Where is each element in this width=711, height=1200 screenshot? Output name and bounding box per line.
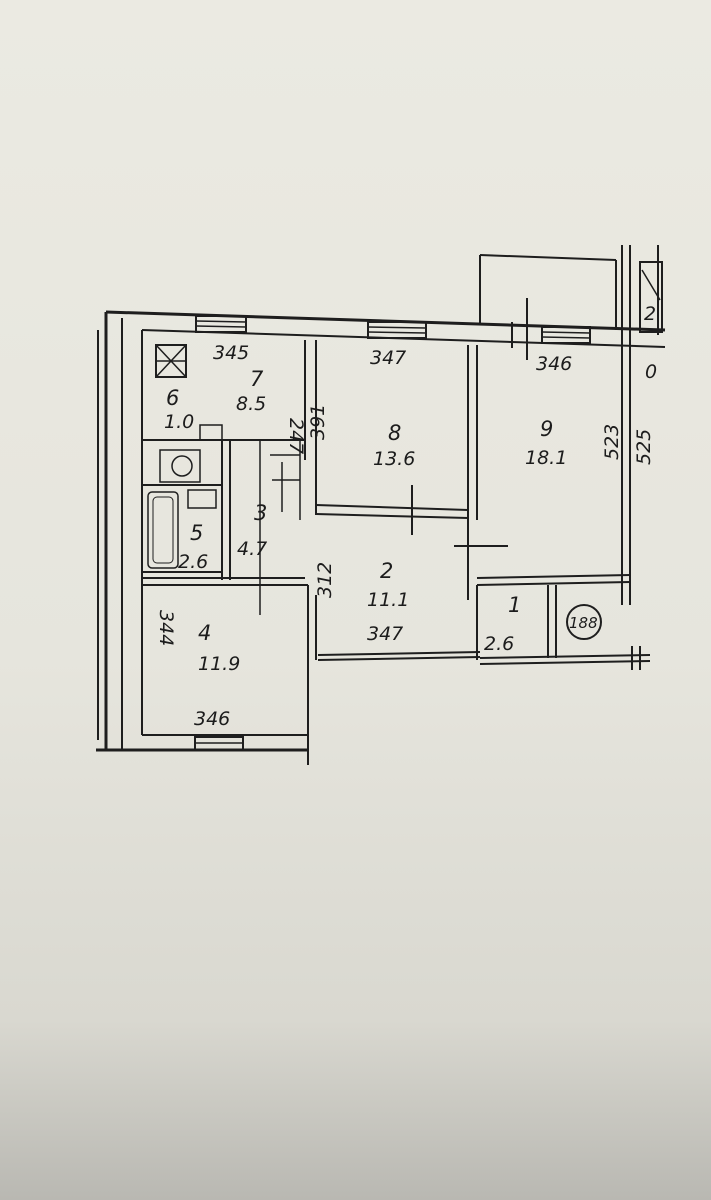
dimension-labels: 345 247 347 391 346 523 525 347 312 346 … — [155, 303, 657, 730]
room-9-number: 9 — [540, 417, 553, 441]
fixtures — [147, 344, 602, 640]
bathtub-icon — [147, 491, 179, 569]
windows — [194, 315, 591, 751]
room-4-area: 11.9 — [198, 653, 240, 675]
dim-loggia-depth: 525 — [633, 429, 655, 465]
dim-room4-depth: 344 — [155, 610, 177, 646]
interior-walls — [142, 340, 651, 765]
room-1-area: 2.6 — [484, 633, 514, 655]
dim-kitchen-side: 247 — [285, 418, 307, 454]
balcony — [479, 254, 663, 360]
room-7-area: 8.5 — [236, 393, 266, 415]
dim-room8-width: 347 — [370, 347, 406, 369]
dim-kitchen-width: 345 — [213, 342, 249, 364]
toilet-icon — [159, 424, 223, 483]
room-2-number: 2 — [380, 559, 393, 583]
shaft-label: 188 — [569, 614, 598, 632]
dim-room9-depth: 523 — [601, 424, 623, 460]
vent-box-icon — [155, 344, 187, 378]
dim-hall-depth: 312 — [314, 562, 336, 598]
room-6-area: 1.0 — [164, 411, 194, 433]
room-8-area: 13.6 — [373, 448, 415, 470]
room-3-number: 3 — [254, 501, 267, 525]
room-8-number: 8 — [388, 421, 401, 445]
room-1-number: 1 — [508, 593, 521, 617]
shaft-icon — [566, 604, 602, 640]
room-2-area: 11.1 — [367, 589, 409, 611]
exterior-walls — [96, 245, 666, 752]
room-3-area: 4.7 — [237, 538, 267, 560]
sink-icon — [187, 489, 217, 509]
dim-room8-depth: 391 — [307, 404, 329, 440]
dim-balcony-o: 0 — [645, 361, 657, 383]
room-4-number: 4 — [198, 621, 211, 645]
dim-room4-width: 346 — [194, 708, 230, 730]
room-5-number: 5 — [190, 521, 203, 545]
dim-hall-width: 347 — [367, 623, 403, 645]
room-labels: 1 2.6 2 11.1 3 4.7 4 11.9 5 2.6 6 1.0 7 … — [164, 367, 567, 675]
dim-balcony-small: 2 — [644, 303, 656, 325]
room-6-number: 6 — [166, 386, 179, 410]
room-5-area: 2.6 — [178, 551, 208, 573]
room-7-number: 7 — [250, 367, 264, 391]
dim-room9-width: 346 — [536, 353, 572, 375]
room-9-area: 18.1 — [525, 447, 567, 469]
